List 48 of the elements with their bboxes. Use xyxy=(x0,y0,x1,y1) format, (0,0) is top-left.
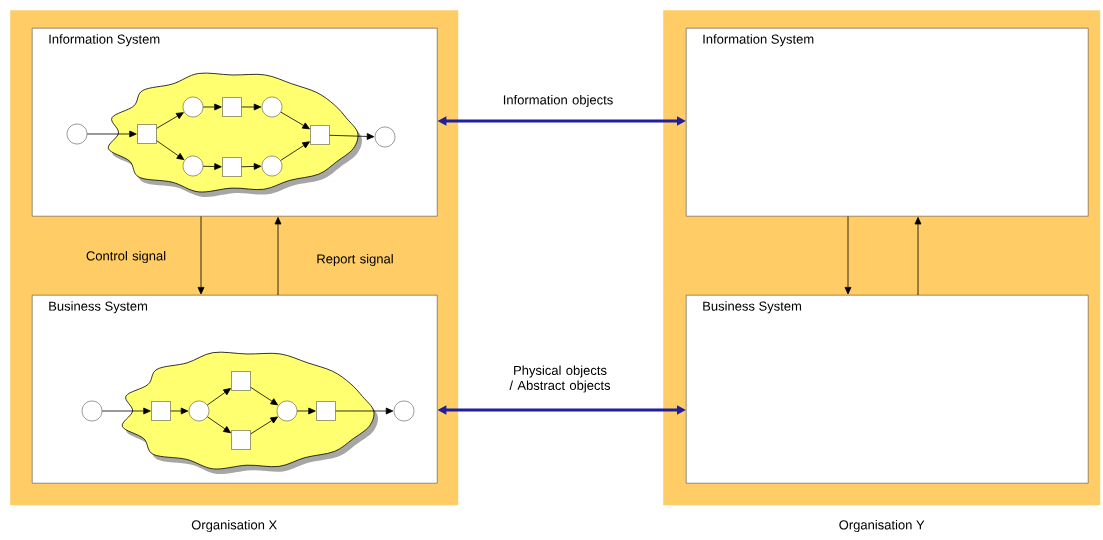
transition-square xyxy=(151,401,171,421)
arrow xyxy=(206,388,231,406)
arrow xyxy=(241,103,262,111)
arrow xyxy=(101,407,151,415)
place-circle xyxy=(81,400,103,422)
place-circle xyxy=(182,96,204,118)
arrow xyxy=(335,407,394,415)
arrow xyxy=(156,140,185,160)
node-label: Organisation X xyxy=(191,519,277,533)
arrow xyxy=(329,133,375,140)
transition-square xyxy=(316,401,336,421)
transition-square xyxy=(231,430,251,450)
place-circle xyxy=(374,126,396,148)
edge-label: Report signal xyxy=(317,253,393,267)
system-box: Information System xyxy=(686,28,1089,217)
transition-square xyxy=(231,371,251,391)
place-circle xyxy=(182,155,204,177)
arrow xyxy=(170,407,189,415)
place-circle xyxy=(188,400,210,422)
arrow xyxy=(207,416,231,434)
place-circle xyxy=(66,123,88,145)
node-label: Organisation Y xyxy=(839,519,925,533)
arrow xyxy=(274,217,282,296)
arrow xyxy=(86,130,137,138)
transition-square xyxy=(137,124,157,144)
place-circle xyxy=(276,400,298,422)
arrow xyxy=(296,407,316,415)
arrow xyxy=(844,216,852,295)
arrow xyxy=(280,111,310,130)
arrow xyxy=(156,112,184,129)
edge-label: Physical objects / Abstract objects xyxy=(509,365,611,393)
arrow xyxy=(250,386,279,406)
transition-square xyxy=(222,157,242,177)
arrow xyxy=(280,141,310,161)
place-circle xyxy=(393,400,415,422)
system-box: Business System xyxy=(686,295,1089,484)
arrow xyxy=(202,163,222,170)
edge-label: Information objects xyxy=(503,94,613,108)
arrow xyxy=(197,216,205,295)
transition-square xyxy=(222,97,242,117)
place-circle xyxy=(261,155,283,177)
place-circle xyxy=(261,96,283,118)
transition-square xyxy=(310,125,330,145)
edge-label: Control signal xyxy=(86,250,166,264)
arrow xyxy=(914,217,922,296)
arrow xyxy=(241,163,262,170)
arrow xyxy=(250,416,278,435)
arrow xyxy=(202,103,222,111)
